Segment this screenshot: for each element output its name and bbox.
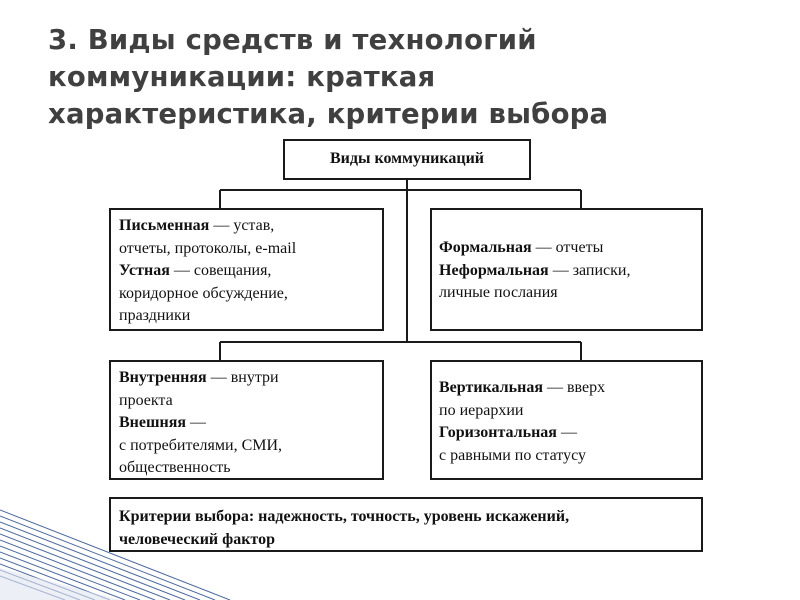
box-vertical-horizontal: Вертикальная — вверх по иерархии Горизон… xyxy=(430,360,703,480)
row-text: — вверх xyxy=(542,379,606,396)
row-term: Формальная xyxy=(439,239,532,256)
box-row: Формальная — отчеты xyxy=(439,237,701,260)
slide-title: 3. Виды средств и технологий коммуникаци… xyxy=(48,22,768,133)
row-text: с равными по статусу xyxy=(439,446,586,464)
box-row: отчеты, протоколы, e-mail xyxy=(119,238,382,261)
row-term: Письменная xyxy=(119,217,210,234)
row-text: — устав, xyxy=(209,217,275,234)
row-text: по иерархии xyxy=(439,401,524,419)
row-text: — xyxy=(186,414,207,431)
box-row: личные послания xyxy=(439,282,701,305)
box-row: Устная — совещания, xyxy=(119,260,382,283)
criteria-line-2: человеческий фактор xyxy=(119,530,275,548)
row-text: праздники xyxy=(119,307,191,324)
row-term: Устная xyxy=(119,262,170,279)
box-row: Письменная — устав, xyxy=(119,215,382,238)
row-text: — xyxy=(556,424,577,441)
box-row: Внутренняя — внутри xyxy=(119,367,382,390)
root-label: Виды коммуникаций xyxy=(329,150,485,168)
row-term: Внутренняя xyxy=(119,369,207,386)
row-term: Горизонтальная xyxy=(439,424,557,441)
box-row: с равными по статусу xyxy=(439,445,701,468)
box-row: коридорное обсуждение, xyxy=(119,283,382,306)
row-term: Неформальная xyxy=(439,261,549,279)
row-text: личные послания xyxy=(439,284,558,301)
row-text: проекта xyxy=(119,391,173,409)
row-text: с потребителями, СМИ, xyxy=(119,436,283,454)
row-text: отчеты, протоколы, e-mail xyxy=(119,239,297,257)
box-row: Горизонтальная — xyxy=(439,422,701,445)
box-row: общественность xyxy=(119,457,382,480)
criteria-box: Критерии выбора: надежность, точность, у… xyxy=(109,497,703,552)
box-written-oral: Письменная — устав, отчеты, протоколы, e… xyxy=(109,208,384,331)
title-line-1: 3. Виды средств и технологий xyxy=(48,24,537,56)
title-line-2: коммуникации: краткая xyxy=(48,61,436,93)
box-internal-external: Внутренняя — внутри проекта Внешняя — с … xyxy=(109,360,384,480)
box-row: Неформальная — записки, xyxy=(439,260,701,283)
row-text: — внутри xyxy=(206,369,279,386)
box-row: по иерархии xyxy=(439,400,701,423)
root-box: Виды коммуникаций xyxy=(283,139,531,180)
title-line-3: характеристика, критерии выбора xyxy=(48,98,609,130)
box-row: праздники xyxy=(119,305,382,328)
row-term: Внешняя xyxy=(119,414,187,431)
box-row: с потребителями, СМИ, xyxy=(119,435,382,458)
box-row: Вертикальная — вверх xyxy=(439,377,701,400)
row-text: — совещания, xyxy=(169,262,272,279)
row-term: Вертикальная xyxy=(439,379,543,396)
box-formal-informal: Формальная — отчеты Неформальная — запис… xyxy=(430,208,703,331)
box-row: проекта xyxy=(119,390,382,413)
row-text: коридорное обсуждение, xyxy=(119,284,288,302)
box-row: Внешняя — xyxy=(119,412,382,435)
row-text: — записки, xyxy=(548,261,631,279)
criteria-line-1: Критерии выбора: надежность, точность, у… xyxy=(119,508,570,525)
row-text: общественность xyxy=(119,459,231,476)
row-text: — отчеты xyxy=(531,239,604,256)
